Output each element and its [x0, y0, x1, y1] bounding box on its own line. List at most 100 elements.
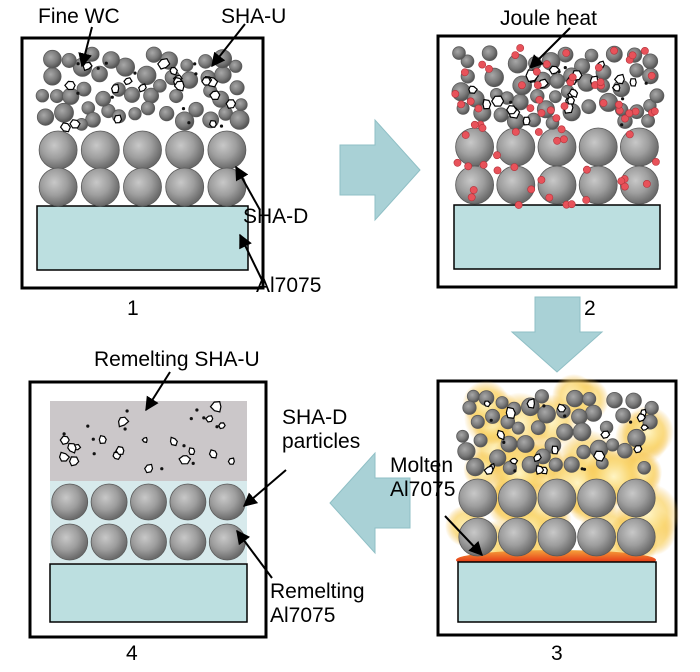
fine-wc-particle: [535, 464, 545, 475]
joule-heat-point: [533, 81, 542, 89]
fine-wc-dot: [76, 91, 80, 95]
panel-1-large-particles: [38, 130, 247, 207]
sha-u-particle: [61, 53, 77, 69]
label-remelting-sha-u: Remelting SHA-U: [94, 348, 260, 371]
sha-u-particle: [572, 422, 592, 442]
joule-heat-point: [479, 160, 488, 169]
joule-heat-point: [596, 78, 605, 86]
label-remelting-al-line2: Al7075: [270, 604, 336, 628]
joule-heat-point: [474, 104, 483, 113]
joule-heat-point: [621, 114, 629, 123]
sha-u-particle: [642, 53, 659, 70]
joule-heat-point: [560, 102, 569, 110]
sha-u-particle: [581, 99, 597, 115]
sha-u-particle: [180, 58, 194, 72]
sha-d-particle: [51, 523, 89, 561]
fine-wc-particle: [629, 78, 637, 87]
sha-d-particle: [537, 517, 577, 557]
fine-wc-particle: [496, 429, 505, 441]
fine-wc-particle: [178, 455, 192, 465]
sha-u-particle: [198, 54, 213, 69]
joule-heat-point: [560, 135, 568, 144]
joule-heat-point: [460, 68, 469, 77]
sha-u-particle: [470, 414, 485, 429]
panel-4: [28, 380, 268, 639]
sha-u-particle: [62, 87, 80, 105]
sha-u-particle: [462, 400, 477, 415]
joule-heat-point: [470, 120, 479, 129]
fine-wc-dot: [502, 440, 506, 444]
fine-wc-particle: [208, 119, 217, 128]
step-number-1: 1: [127, 297, 139, 320]
fine-wc-particle: [117, 416, 130, 428]
sha-u-particle: [116, 57, 136, 77]
sha-u-particle: [159, 106, 175, 122]
sha-d-particle: [169, 523, 207, 561]
joule-heat-point: [493, 151, 501, 160]
joule-heat-point: [567, 200, 576, 209]
panel-3-sha-u-particles: [456, 389, 659, 477]
label-sha-d: SHA-D: [243, 205, 309, 228]
sha-u-particle: [76, 81, 92, 97]
joule-heat-point: [568, 73, 577, 82]
joule-heat-point: [542, 60, 551, 69]
fine-wc-particle: [225, 99, 237, 109]
joule-heat-point: [625, 109, 634, 118]
joule-heat-point: [553, 136, 561, 145]
fine-wc-particle: [113, 114, 123, 124]
label-sha-d-particles-line2: particles: [282, 430, 361, 454]
sha-u-particle: [566, 389, 584, 408]
sha-d-particle: [577, 478, 616, 518]
sha-u-particle: [511, 421, 525, 435]
fine-wc-dot: [509, 100, 513, 104]
panel-3-substrate: [457, 561, 657, 623]
fine-wc-dot: [489, 418, 493, 422]
fine-wc-dot: [563, 414, 567, 418]
sha-u-particle: [627, 428, 646, 448]
panel-2-substrate: [453, 204, 661, 270]
sha-u-particle: [625, 392, 642, 410]
joule-heat-point: [650, 107, 659, 116]
sha-u-particle: [516, 435, 535, 453]
sha-u-particle: [188, 101, 204, 118]
sha-d-particle: [537, 165, 577, 205]
joule-heat-point: [647, 71, 656, 80]
fine-wc-dot: [110, 95, 114, 99]
sha-u-particle: [493, 107, 509, 123]
fine-wc-particle: [201, 77, 212, 86]
fine-wc-particle: [58, 451, 71, 462]
sha-d-particle: [51, 483, 89, 521]
joule-heat-point: [534, 128, 543, 136]
leader-lines: [78, 23, 571, 579]
sha-d-particle: [169, 483, 207, 521]
fine-wc-particle: [613, 73, 625, 85]
fine-wc-particle: [209, 90, 221, 101]
joule-heat-point: [457, 100, 465, 109]
fine-wc-particle: [169, 436, 178, 447]
fine-wc-particle: [115, 445, 125, 455]
joule-heat-point: [643, 179, 651, 188]
sha-u-particle: [574, 58, 591, 75]
joule-heat-point: [526, 104, 535, 112]
sha-u-particle: [644, 400, 659, 416]
sha-u-particle: [629, 63, 644, 78]
sha-u-particle: [495, 396, 509, 410]
fine-wc-dot: [191, 461, 195, 465]
joule-heat-point: [461, 131, 470, 139]
joule-heat-point: [557, 125, 566, 134]
sha-d-particle: [130, 523, 167, 561]
fine-wc-particle: [633, 445, 643, 454]
sha-d-particle: [165, 167, 205, 207]
joule-heat-point: [641, 47, 649, 55]
label-al7075: Al7075: [256, 274, 322, 297]
joule-heat-point: [453, 158, 462, 167]
fine-wc-particle: [522, 116, 531, 126]
sha-d-particle: [80, 167, 120, 207]
fine-wc-dot: [557, 70, 561, 74]
fine-wc-dot: [182, 444, 186, 448]
step-number-2: 2: [584, 297, 596, 320]
fine-wc-dot: [187, 121, 191, 125]
fine-wc-dot: [123, 427, 127, 431]
fine-wc-particle: [556, 403, 567, 413]
